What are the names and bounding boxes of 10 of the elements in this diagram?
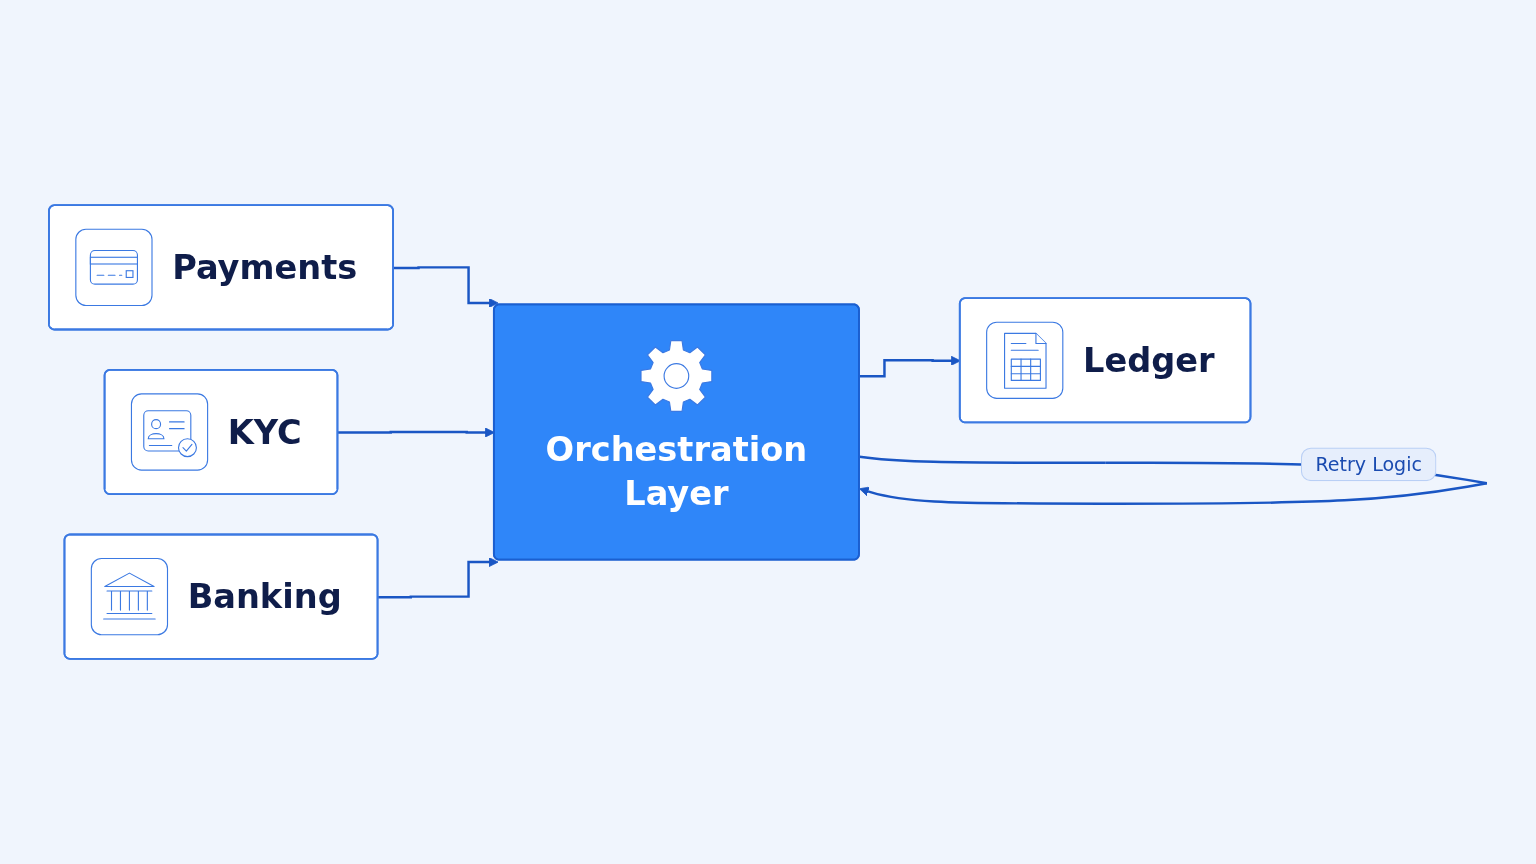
node-label: Orchestration Layer xyxy=(544,428,809,515)
arrow xyxy=(378,557,499,599)
arrow xyxy=(859,482,1488,505)
arrow xyxy=(393,266,499,308)
process-box xyxy=(492,303,860,561)
node-label: KYC xyxy=(227,411,302,454)
edge-label: Retry Logic xyxy=(1300,447,1437,482)
node-label: Ledger xyxy=(1082,339,1215,382)
node-label: Payments xyxy=(172,246,358,289)
node-label: Banking xyxy=(187,576,342,619)
